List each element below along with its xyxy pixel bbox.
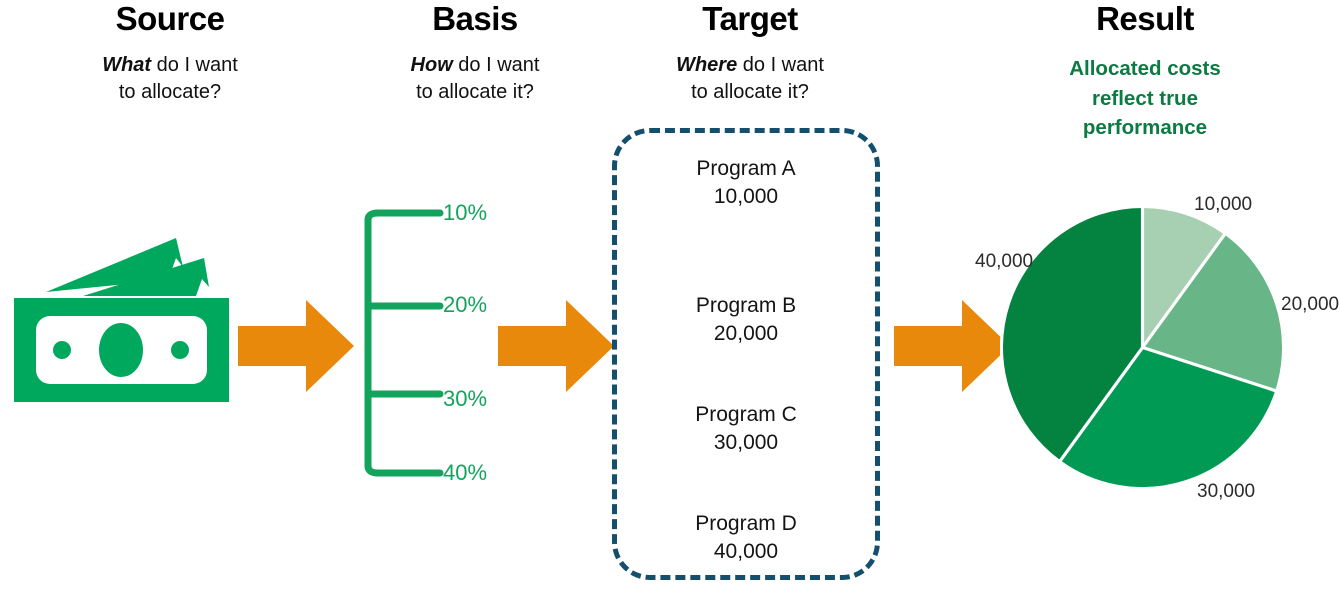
pie-slice-label: 30,000 (1197, 481, 1256, 502)
question-rest-target: do I want (737, 54, 824, 76)
program-list-item: Program B 20,000 (612, 292, 880, 348)
question-line2-basis: to allocate it? (416, 81, 534, 103)
program-amount: 20,000 (713, 321, 779, 345)
program-amount: 10,000 (713, 184, 779, 208)
result-statement-line-2: reflect true (1092, 86, 1198, 110)
column-question-basis: How do I want to allocate it? (350, 52, 600, 106)
basis-percent-label-3: 40% (443, 460, 488, 485)
column-title-result: Result (1096, 0, 1194, 37)
allocation-bracket-icon (364, 209, 444, 477)
arrow-right-basis-to-target (498, 300, 614, 392)
basis-percent-label-0: 10% (443, 200, 488, 225)
pie-slice-label: 20,000 (1281, 294, 1340, 315)
program-name: Program D (695, 512, 797, 535)
target-programs-container (612, 128, 880, 580)
question-line2-source: to allocate? (118, 81, 222, 103)
program-name: Program C (695, 403, 797, 426)
pie-slice (1000, 205, 1145, 464)
pie-slice (1140, 205, 1228, 353)
pie-slice-label: 10,000 (1194, 194, 1253, 215)
result-statement: Allocated costs reflect true performance (1000, 54, 1290, 143)
pie-slice-label: 40,000 (975, 251, 1034, 272)
program-amount: 40,000 (713, 539, 779, 563)
allocation-pie-chart (1000, 205, 1285, 490)
column-question-target: Where do I want to allocate it? (600, 52, 900, 106)
program-list-item: Program D 40,000 (612, 510, 880, 566)
column-title-target: Target (702, 0, 798, 37)
question-rest-source: do I want (151, 54, 238, 76)
basis-percent-label-2: 30% (443, 386, 488, 411)
cash-stack-icon (14, 238, 229, 402)
arrow-right-target-to-result (894, 300, 1010, 392)
question-emphasis-basis: How (410, 54, 453, 76)
program-list-item: Program A 10,000 (612, 155, 880, 211)
question-emphasis-source: What (102, 54, 152, 76)
program-amount: 30,000 (713, 430, 779, 454)
question-rest-basis: do I want (452, 54, 540, 76)
pie-slice (1057, 345, 1279, 490)
column-title-source: Source (115, 0, 225, 37)
column-title-basis: Basis (432, 0, 518, 37)
column-question-source: What do I want to allocate? (0, 52, 340, 106)
question-line2-target: to allocate it? (691, 81, 809, 103)
basis-percent-label-1: 20% (443, 292, 488, 317)
pie-slice (1139, 231, 1285, 394)
result-statement-line-3: performance (1082, 116, 1208, 140)
program-name: Program B (695, 294, 797, 317)
result-statement-line-1: Allocated costs (1069, 57, 1221, 80)
arrow-right-source-to-basis (238, 300, 354, 392)
program-list-item: Program C 30,000 (612, 401, 880, 457)
question-emphasis-target: Where (676, 54, 738, 76)
program-name: Program A (696, 157, 796, 180)
